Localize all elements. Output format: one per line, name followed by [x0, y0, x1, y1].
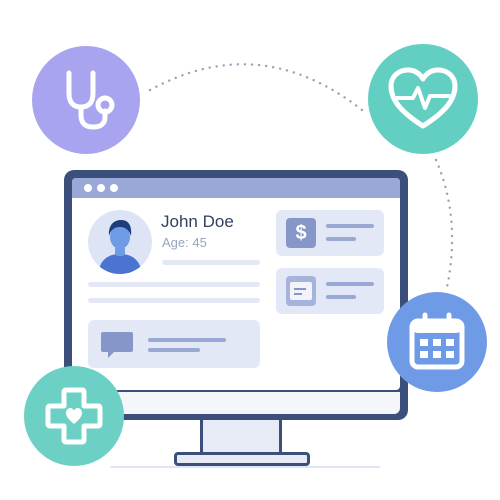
stethoscope-badge[interactable]: [32, 46, 140, 154]
document-icon: [286, 276, 316, 306]
floor-line: [110, 466, 380, 468]
calendar-icon: [409, 312, 465, 370]
heart-rate-icon: [388, 67, 458, 129]
window-dot-3[interactable]: [110, 184, 118, 192]
connector-top: [148, 63, 364, 112]
patient-dashboard-screen: John Doe Age: 45 $: [72, 178, 400, 390]
monitor-stand-base: [174, 452, 310, 466]
calendar-badge[interactable]: [387, 292, 487, 392]
window-dot-1[interactable]: [84, 184, 92, 192]
avatar-person-icon: [98, 220, 142, 274]
document-line-2: [326, 295, 356, 299]
document-line-1: [326, 282, 374, 286]
message-card[interactable]: [88, 320, 260, 368]
medical-cross-badge[interactable]: [24, 366, 124, 466]
profile-detail-bar: [162, 260, 260, 265]
info-line-1: [88, 282, 260, 287]
billing-card[interactable]: $: [276, 210, 384, 256]
medical-cross-icon: [45, 387, 103, 445]
info-line-2: [88, 298, 260, 303]
document-card[interactable]: [276, 268, 384, 314]
window-dot-2[interactable]: [97, 184, 105, 192]
stethoscope-icon: [66, 70, 115, 130]
billing-line-1: [326, 224, 374, 228]
monitor-chin: [72, 392, 400, 414]
patient-avatar[interactable]: [88, 210, 152, 274]
message-line-1: [148, 338, 226, 342]
monitor-stand-neck: [200, 420, 282, 454]
dollar-icon: $: [286, 218, 316, 248]
patient-name: John Doe: [161, 212, 234, 231]
chat-bubble-icon: [101, 332, 133, 358]
window-title-bar: [72, 178, 400, 198]
message-line-2: [148, 348, 200, 352]
heart-rate-badge[interactable]: [368, 44, 478, 154]
billing-line-2: [326, 237, 356, 241]
patient-age: Age: 45: [162, 235, 207, 250]
connector-right: [434, 158, 454, 294]
